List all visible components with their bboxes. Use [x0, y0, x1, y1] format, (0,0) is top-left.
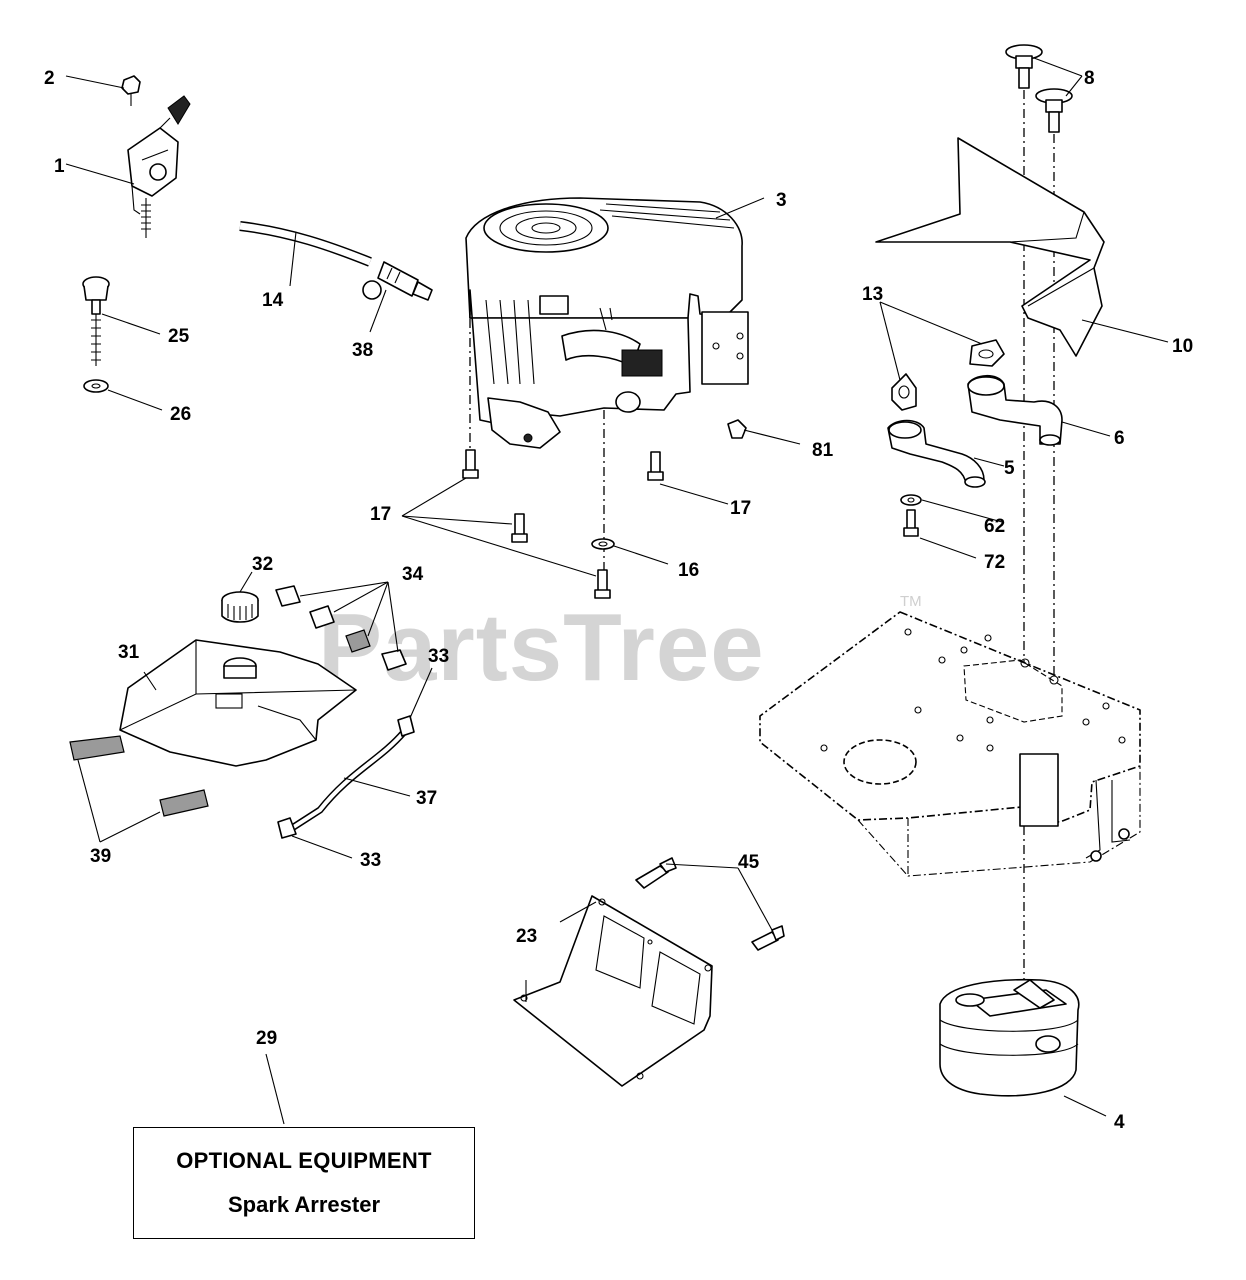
callout-3[interactable]: 3: [776, 190, 787, 211]
gasket-part-13b[interactable]: [891, 373, 917, 411]
callout-38[interactable]: 38: [352, 340, 373, 361]
leader-lines: [65, 57, 1169, 1125]
callout-29[interactable]: 29: [256, 1028, 277, 1049]
washer-part-62[interactable]: [900, 494, 922, 506]
callout-13[interactable]: 13: [862, 284, 883, 305]
washer-part-26[interactable]: [83, 379, 109, 393]
callout-62[interactable]: 62: [984, 516, 1005, 537]
callout-32[interactable]: 32: [252, 554, 273, 575]
callout-33-top[interactable]: 33: [428, 646, 449, 667]
callout-5[interactable]: 5: [1004, 458, 1015, 479]
optional-equipment-title: OPTIONAL EQUIPMENT: [176, 1148, 432, 1173]
gasket-part-13a[interactable]: [969, 339, 1005, 367]
bolt-part-17a[interactable]: [462, 449, 479, 479]
heat-shield-part[interactable]: [875, 137, 1105, 357]
muffler-part[interactable]: [939, 978, 1080, 1097]
screw-part-8a[interactable]: [1005, 44, 1043, 89]
foam-strip-part-39a[interactable]: [69, 735, 125, 761]
spark-arrester-label: Spark Arrester: [227, 1192, 381, 1217]
bolt-part-72[interactable]: [903, 509, 919, 537]
callout-17-left[interactable]: 17: [370, 504, 391, 525]
bolt-part-17b[interactable]: [511, 513, 528, 543]
callout-16[interactable]: 16: [678, 560, 699, 581]
callout-72[interactable]: 72: [984, 552, 1005, 573]
callout-8[interactable]: 8: [1084, 68, 1095, 89]
callout-25[interactable]: 25: [168, 326, 190, 347]
screw-part-45a[interactable]: [635, 857, 677, 889]
choke-knob-part[interactable]: [82, 276, 110, 366]
callout-33-bottom[interactable]: 33: [360, 850, 381, 871]
screw-part-81[interactable]: [727, 419, 747, 439]
breather-tube-part[interactable]: [290, 729, 407, 831]
callout-6[interactable]: 6: [1114, 428, 1125, 449]
frame-part[interactable]: [759, 611, 1141, 877]
callout-4[interactable]: 4: [1114, 1112, 1125, 1133]
callout-37[interactable]: 37: [416, 788, 437, 809]
callout-2[interactable]: 2: [44, 68, 55, 89]
callout-10[interactable]: 10: [1172, 336, 1193, 357]
callout-1[interactable]: 1: [54, 156, 65, 177]
callout-45[interactable]: 45: [738, 852, 760, 873]
foam-pad-part-34b[interactable]: [309, 605, 335, 629]
lock-washer-part-16[interactable]: [591, 538, 615, 550]
watermark: PartsTree: [318, 594, 765, 701]
exhaust-pipe-part-6[interactable]: [967, 374, 1063, 446]
exhaust-pipe-part-5[interactable]: [887, 419, 986, 488]
fuel-filter-part[interactable]: [362, 261, 433, 301]
knob-part-32[interactable]: [221, 591, 259, 623]
callout-31[interactable]: 31: [118, 642, 140, 663]
mounting-plate-part[interactable]: [513, 895, 713, 1087]
foam-strip-part-39b[interactable]: [159, 789, 209, 817]
watermark-trademark: TM: [900, 593, 922, 610]
foam-pad-part-34d[interactable]: [381, 649, 407, 671]
bolt-part-17d[interactable]: [594, 569, 611, 599]
screw-part-45b[interactable]: [751, 925, 785, 951]
optional-equipment-box[interactable]: OPTIONAL EQUIPMENT Spark Arrester: [133, 1127, 475, 1239]
callout-39[interactable]: 39: [90, 846, 111, 867]
callout-23[interactable]: 23: [516, 926, 537, 947]
fuel-line-part[interactable]: [239, 221, 372, 267]
callout-26[interactable]: 26: [170, 404, 191, 425]
callout-17-right[interactable]: 17: [730, 498, 751, 519]
throttle-control-part[interactable]: [127, 95, 191, 238]
air-cleaner-cover-part[interactable]: [119, 639, 357, 767]
screw-part-2[interactable]: [121, 75, 141, 106]
bolt-part-17c[interactable]: [647, 451, 664, 481]
screw-part-8b[interactable]: [1035, 88, 1073, 133]
callout-14[interactable]: 14: [262, 290, 284, 311]
foam-pad-part-34a[interactable]: [275, 585, 301, 607]
engine-part[interactable]: [465, 197, 749, 449]
clamp-part-33a[interactable]: [397, 715, 415, 737]
clamp-part-33b[interactable]: [277, 817, 297, 839]
foam-pad-part-34c[interactable]: [345, 629, 371, 653]
callout-34[interactable]: 34: [402, 564, 424, 585]
callout-81[interactable]: 81: [812, 440, 834, 461]
